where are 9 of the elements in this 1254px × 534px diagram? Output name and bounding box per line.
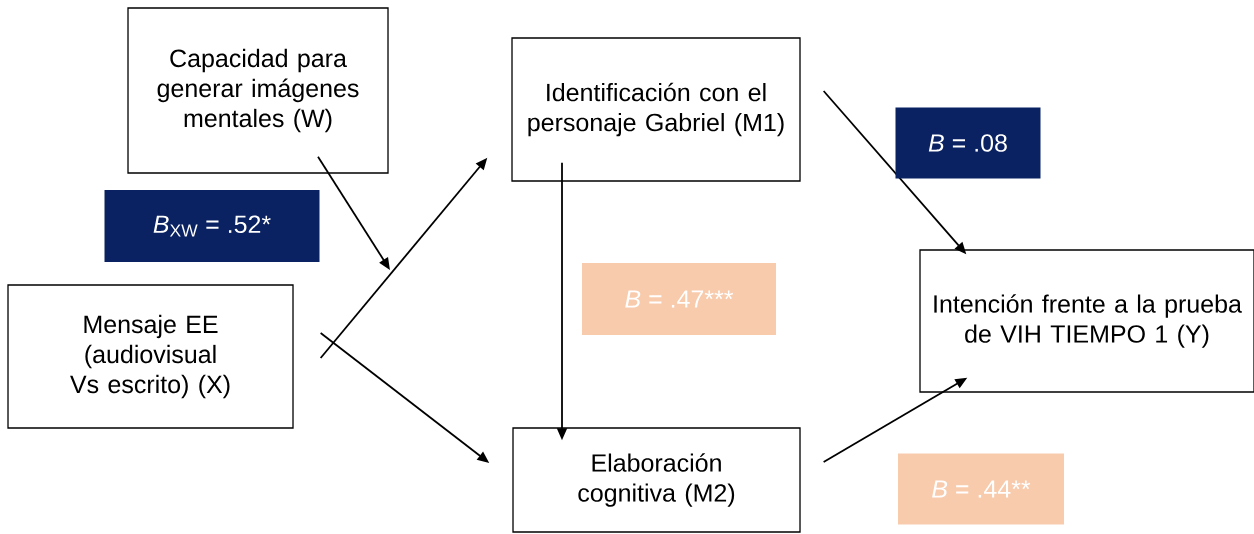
edge-label: B$_{XW}$ = .52*: [104, 190, 320, 262]
edge-label: B = .44**: [898, 453, 1064, 525]
process-box: Elaboración cognitiva (M2): [512, 427, 801, 533]
process-box: Intención frente a la prueba de VIH TIEMPO 1 (Y): [919, 249, 1254, 393]
edge-label: B = .47***: [582, 263, 776, 335]
process-box: Mensaje EE (audiovisual Vs escrito) (X): [7, 284, 294, 429]
process-box: Identificación con el personaje Gabriel (M1): [511, 37, 801, 182]
process-box: Capacidad para generar imágenes mentales (W): [127, 7, 389, 174]
edge-label: B = .08: [895, 107, 1041, 179]
